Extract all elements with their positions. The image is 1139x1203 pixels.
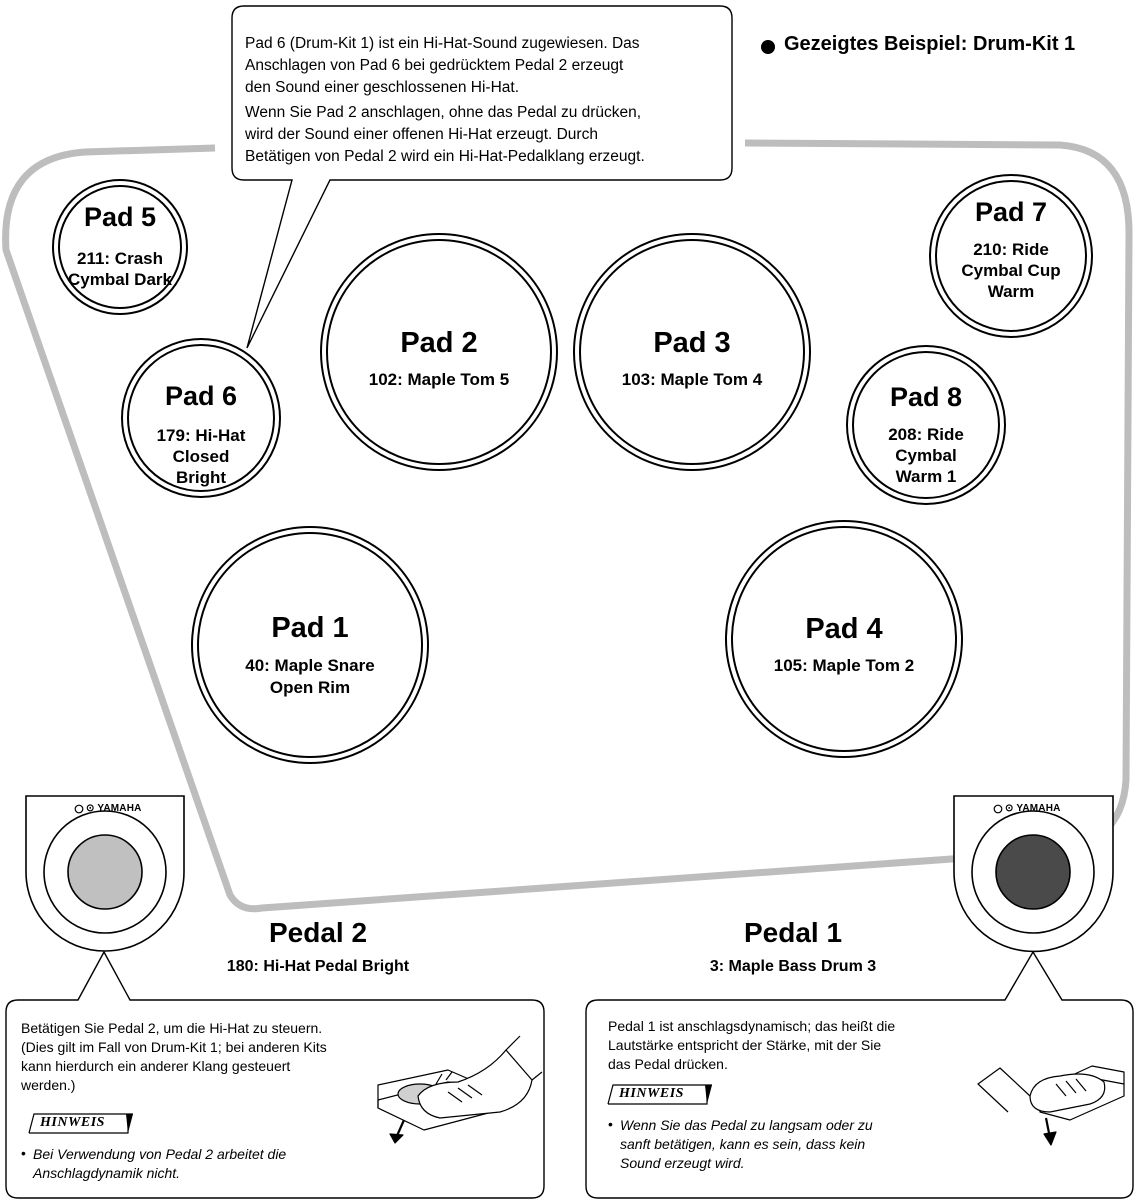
callout-line: wird der Sound einer offenen Hi-Hat erze… — [245, 126, 598, 143]
callout-line: Wenn Sie Pad 2 anschlagen, ohne das Peda… — [245, 104, 642, 121]
pedal2-note-line: Anschlagdynamik nicht. — [33, 1165, 181, 1181]
pad6-circle — [121, 338, 281, 498]
pad6-circle-inner — [127, 344, 275, 492]
callout-line: Anschlagen von Pad 6 bei gedrücktem Peda… — [245, 57, 624, 74]
pad8-circle-inner — [852, 351, 1000, 499]
foot-pedal-illustration-left — [377, 1035, 543, 1144]
pad7-circle-inner — [935, 180, 1087, 332]
pedal1-foot-pad — [995, 834, 1071, 910]
pad7-sound-line: Warm — [987, 282, 1035, 301]
pedal2-note-bullet: • — [21, 1145, 26, 1161]
pad6-sound-line: Closed — [172, 447, 230, 466]
pedal2-sound: 180: Hi-Hat Pedal Bright — [226, 958, 410, 975]
pad-circles — [52, 174, 1093, 764]
pad5-sound-line: 211: Crash — [77, 249, 163, 268]
pad3-circle-inner — [579, 239, 805, 465]
pad6-sound-line: Bright — [175, 468, 227, 487]
example-bullet — [761, 40, 775, 54]
pedal2-info-box — [5, 950, 545, 1199]
callout-line: den Sound einer geschlossenen Hi-Hat. — [245, 79, 520, 96]
pad3-title: Pad 3 — [653, 327, 731, 359]
pad1-sound-line: 40: Maple Snare — [245, 656, 375, 675]
pad1-circle — [191, 526, 429, 764]
pedal2-hinweis-label: HINWEIS — [40, 1115, 105, 1130]
pad2-sound-line: 102: Maple Tom 5 — [368, 370, 510, 389]
pad7-title: Pad 7 — [974, 197, 1048, 227]
pedal1-box-line: Lautstärke entspricht der Stärke, mit de… — [608, 1037, 882, 1053]
pad1-sound-line: Open Rim — [269, 678, 351, 697]
pedal1-brand-logo: ⊙ YAMAHA — [1005, 803, 1061, 814]
pad5-circle — [52, 179, 188, 315]
pad8-circle — [846, 345, 1006, 505]
pad8-sound-line: Cymbal — [895, 446, 957, 465]
pedal1-note-bullet: • — [608, 1116, 613, 1132]
pedal2-box-line: kann hierdurch ein anderer Klang gesteue… — [21, 1058, 291, 1074]
pedal2-box-line: werden.) — [21, 1077, 76, 1093]
pedal1-note-line: Sound erzeugt wird. — [620, 1155, 745, 1171]
pad5-circle-inner — [58, 185, 182, 309]
pedal1-box-line: Pedal 1 ist anschlagsdynamisch; das heiß… — [608, 1018, 896, 1034]
pad2-title: Pad 2 — [400, 327, 478, 359]
pad4-circle — [725, 520, 963, 758]
pad5-sound-line: Cymbal Dark — [68, 270, 172, 289]
callout-bubble — [231, 5, 733, 349]
pedal1-info-box — [585, 950, 1134, 1199]
pedal2-note-line: Bei Verwendung von Pedal 2 arbeitet die — [33, 1146, 287, 1162]
pad1-title: Pad 1 — [271, 612, 349, 644]
pedal1-unit — [953, 795, 1114, 953]
pad7-circle — [929, 174, 1093, 338]
pad4-circle-inner — [731, 526, 957, 752]
pad8-sound-line: 208: Ride — [888, 425, 964, 444]
callout-line: Betätigen von Pedal 2 wird ein Hi-Hat-Pe… — [245, 148, 645, 165]
example-label: Gezeigtes Beispiel: Drum-Kit 1 — [784, 33, 1076, 55]
pad7-sound-line: 210: Ride — [973, 240, 1049, 259]
pedal2-brand-logo: ⊙ YAMAHA — [86, 803, 142, 814]
pedal1-note-line: sanft betätigen, kann es sein, dass kein — [620, 1136, 866, 1152]
pedal1-note-line: Wenn Sie das Pedal zu langsam oder zu — [620, 1117, 873, 1133]
pedal2-box-line: Betätigen Sie Pedal 2, um die Hi-Hat zu … — [21, 1020, 323, 1036]
pad1-circle-inner — [197, 532, 423, 758]
pad5-title: Pad 5 — [83, 202, 157, 232]
pedal2-unit — [25, 795, 185, 952]
pad2-circle — [320, 233, 558, 471]
pad7-sound-line: Cymbal Cup — [961, 261, 1061, 280]
pad8-sound-line: Warm 1 — [895, 467, 957, 486]
pad3-circle — [573, 233, 811, 471]
pedal1-title: Pedal 1 — [743, 917, 843, 948]
foot-pedal-illustration-right — [977, 1065, 1125, 1146]
pedal2-title: Pedal 2 — [268, 917, 368, 948]
pedal2-foot-pad — [67, 834, 143, 910]
callout-line: Pad 6 (Drum-Kit 1) ist ein Hi-Hat-Sound … — [245, 35, 640, 52]
pad8-title: Pad 8 — [889, 382, 963, 412]
pad2-circle-inner — [326, 239, 552, 465]
pad6-title: Pad 6 — [164, 381, 238, 411]
pedal1-box-line: das Pedal drücken. — [608, 1056, 728, 1072]
pad3-sound-line: 103: Maple Tom 4 — [621, 370, 763, 389]
pad4-title: Pad 4 — [805, 613, 883, 645]
pad4-sound-line: 105: Maple Tom 2 — [773, 656, 915, 675]
pedal1-sound: 3: Maple Bass Drum 3 — [709, 958, 877, 975]
pedal1-hinweis-label: HINWEIS — [619, 1086, 684, 1101]
pedal2-box-line: (Dies gilt im Fall von Drum-Kit 1; bei a… — [21, 1039, 327, 1055]
pad6-sound-line: 179: Hi-Hat — [156, 426, 246, 445]
